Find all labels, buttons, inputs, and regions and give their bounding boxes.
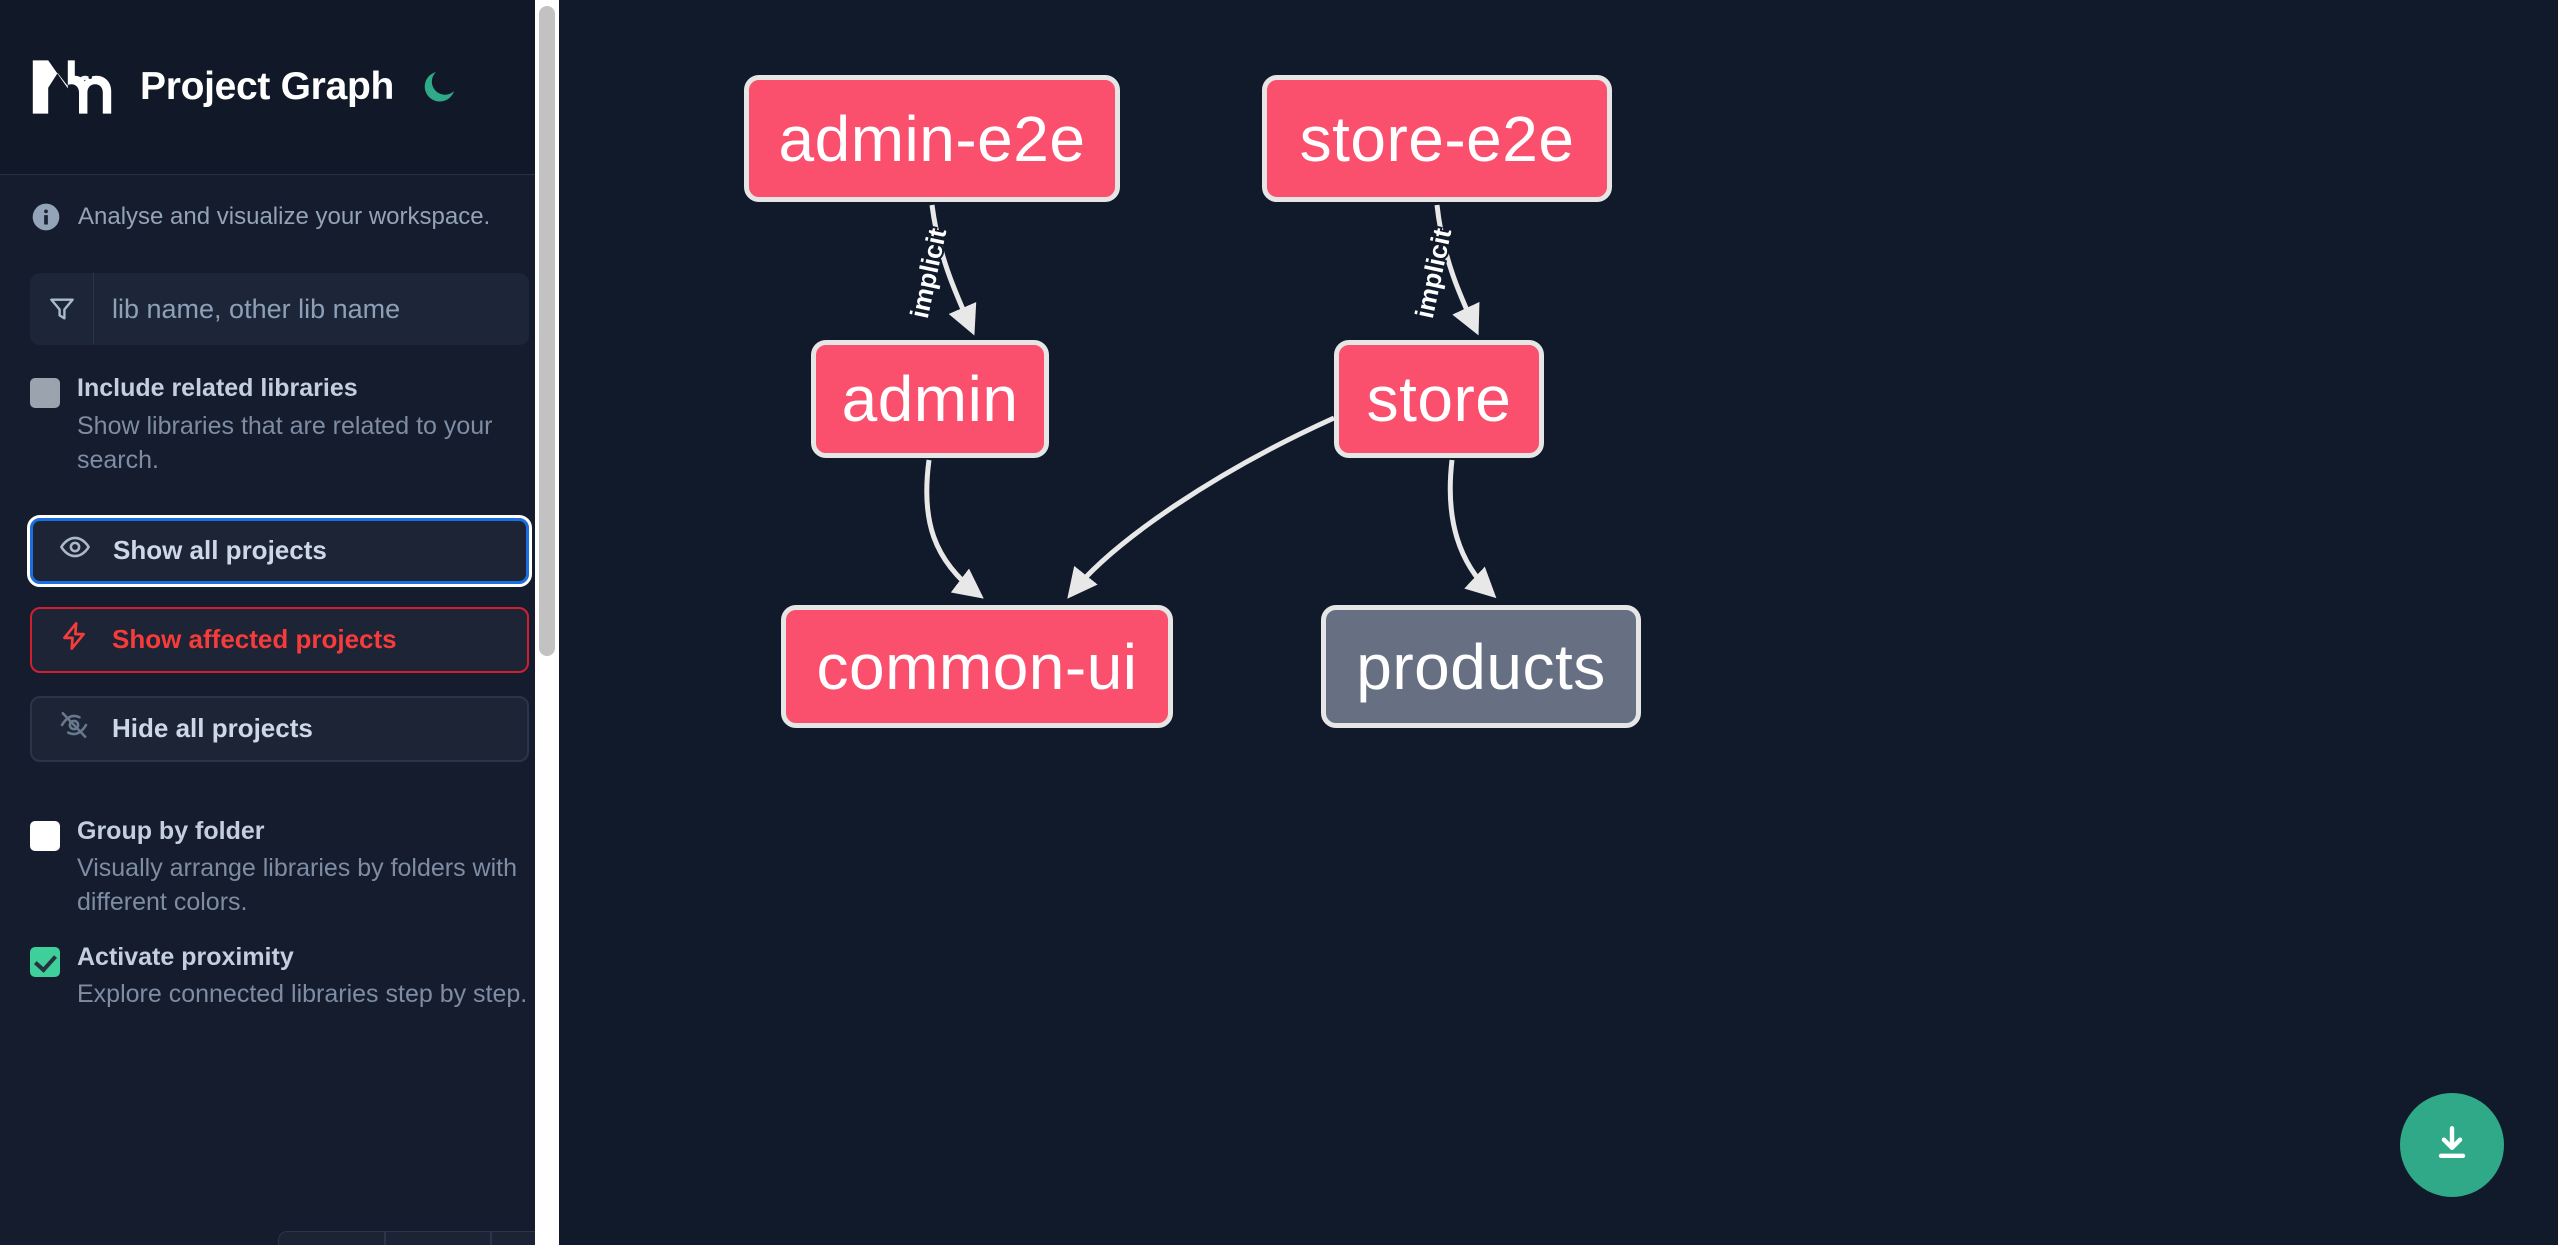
proximity-step-tab-1[interactable] bbox=[278, 1231, 385, 1245]
sidebar-header: Project Graph bbox=[0, 0, 559, 175]
graph-node-admin-e2e[interactable]: admin-e2e bbox=[744, 75, 1120, 202]
hide-all-projects-button[interactable]: Hide all projects bbox=[30, 695, 529, 762]
download-graph-button[interactable] bbox=[2400, 1093, 2504, 1197]
graph-node-admin-label: admin bbox=[841, 363, 1019, 435]
checkbox-activate-proximity-label: Activate proximity bbox=[77, 942, 294, 971]
graph-node-common-ui-label: common-ui bbox=[816, 630, 1138, 703]
edge-admin-to-common-ui bbox=[924, 459, 984, 599]
checkbox-group-by-folder[interactable]: Group by folder Visually arrange librari… bbox=[0, 788, 559, 920]
edge-store-to-common-ui bbox=[1067, 415, 1336, 599]
graph-node-common-ui[interactable]: common-ui bbox=[781, 605, 1173, 728]
show-all-projects-button[interactable]: Show all projects bbox=[27, 514, 532, 587]
filter-field[interactable] bbox=[30, 273, 529, 346]
proximity-step-tab-2[interactable] bbox=[384, 1231, 492, 1245]
checkbox-include-related-libraries-desc: Show libraries that are related to your … bbox=[77, 411, 493, 475]
eye-icon bbox=[59, 531, 91, 570]
graph-canvas[interactable]: implicit implicit admin-e2e store-e2e ad… bbox=[559, 0, 2558, 1245]
workspace-info: Analyse and visualize your workspace. bbox=[0, 175, 559, 251]
download-icon bbox=[2430, 1121, 2474, 1170]
show-all-projects-label: Show all projects bbox=[113, 535, 327, 566]
sidebar-scrollbar-thumb[interactable] bbox=[539, 6, 555, 656]
graph-node-products[interactable]: products bbox=[1321, 605, 1641, 728]
nx-logo-icon bbox=[30, 56, 114, 118]
checkbox-group-by-folder-desc: Visually arrange libraries by folders wi… bbox=[77, 853, 518, 917]
checkbox-group-by-folder-label: Group by folder bbox=[77, 816, 265, 845]
graph-node-store-e2e[interactable]: store-e2e bbox=[1262, 75, 1612, 202]
graph-node-admin-e2e-label: admin-e2e bbox=[778, 102, 1086, 175]
proximity-step-tabs[interactable] bbox=[278, 1231, 559, 1245]
search-input[interactable] bbox=[94, 273, 529, 346]
graph-node-products-label: products bbox=[1356, 630, 1606, 703]
edge-store-e2e-to-store bbox=[1434, 204, 1480, 336]
checkbox-activate-proximity-box[interactable] bbox=[30, 946, 60, 977]
graph-node-store-label: store bbox=[1366, 363, 1512, 435]
edge-store-to-products bbox=[1447, 459, 1497, 599]
checkbox-activate-proximity-desc: Explore connected libraries step by step… bbox=[77, 980, 528, 1009]
lightning-bolt-icon bbox=[58, 620, 90, 659]
edge-label-implicit-admin: implicit bbox=[904, 225, 952, 321]
checkbox-activate-proximity[interactable]: Activate proximity Explore connected lib… bbox=[0, 920, 559, 1012]
edge-admin-e2e-to-admin bbox=[929, 204, 977, 336]
sidebar: Project Graph Analyse and visualize your… bbox=[0, 0, 559, 1245]
show-affected-projects-button[interactable]: Show affected projects bbox=[30, 606, 529, 673]
checkbox-include-related-libraries-label: Include related libraries bbox=[77, 374, 358, 403]
checkbox-include-related-libraries[interactable]: Include related libraries Show libraries… bbox=[0, 345, 559, 477]
funnel-icon bbox=[30, 273, 94, 346]
graph-node-admin[interactable]: admin bbox=[811, 340, 1049, 458]
hide-all-projects-label: Hide all projects bbox=[112, 713, 313, 744]
info-circle-icon bbox=[30, 201, 62, 233]
graph-edges: implicit implicit bbox=[902, 204, 1497, 599]
eye-off-icon bbox=[58, 709, 90, 748]
moon-icon[interactable] bbox=[418, 66, 460, 108]
graph-node-store[interactable]: store bbox=[1334, 340, 1544, 458]
checkbox-group-by-folder-box[interactable] bbox=[30, 820, 60, 851]
graph-node-store-e2e-label: store-e2e bbox=[1299, 102, 1575, 175]
sidebar-scrollbar[interactable] bbox=[535, 0, 559, 1245]
show-affected-projects-label: Show affected projects bbox=[112, 624, 397, 655]
info-text: Analyse and visualize your workspace. bbox=[78, 203, 491, 230]
checkbox-include-related-libraries-box[interactable] bbox=[30, 378, 60, 409]
page-title: Project Graph bbox=[140, 65, 394, 108]
visibility-button-group: Show all projects Show affected projects bbox=[27, 514, 532, 762]
